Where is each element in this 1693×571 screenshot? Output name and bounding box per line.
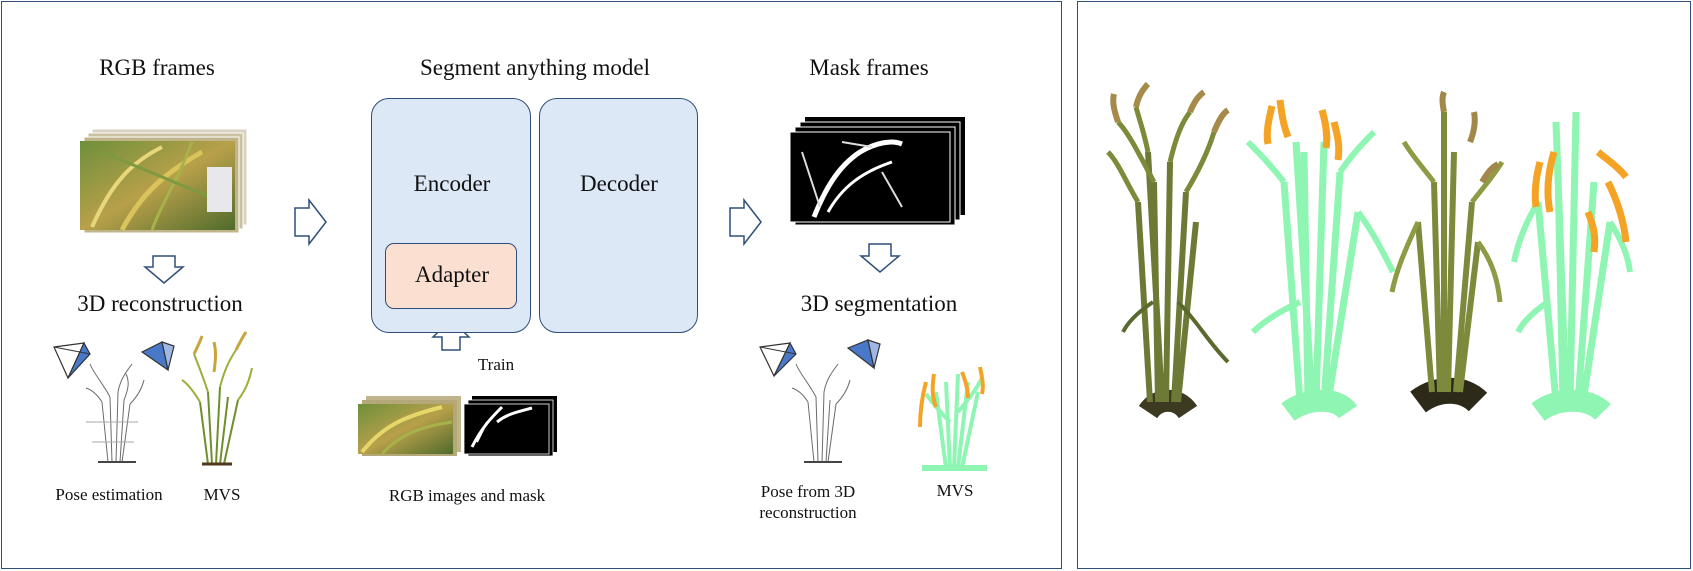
segmentation-3d-label: 3D segmentation [800,291,958,316]
down-arrow-icon [858,243,902,273]
mvs-plant-icon [181,331,253,466]
mvs-left-label: MVS [203,485,241,504]
rice-plant-pointcloud-icon [1106,81,1230,420]
rice-plant-segmented-icon [1511,111,1633,422]
train-rgb-thumbnails [358,396,461,456]
rgb-frames-label: RGB frames [99,55,215,80]
rgb-images-and-mask-label: RGB images and mask [388,486,546,505]
results-panel [1077,1,1691,569]
camera-icon [53,341,91,380]
pipeline-graphics [53,117,987,471]
pose-pointcloud-icon [85,363,145,463]
encoder-label: Encoder [413,171,491,196]
pose-from-line2: reconstruction [759,503,857,522]
encoder-block: Encoder Adapter [371,98,531,333]
rice-plant-pointcloud-icon [1389,90,1505,413]
camera-icon [846,339,881,370]
rgb-frames-icon [80,128,248,234]
down-arrow-icon [142,255,186,284]
pose-from-line1: Pose from 3D [760,482,856,501]
pipeline-panel: RGB frames 3D reconstruction Pose estima… [1,1,1062,569]
camera-icon [759,341,797,378]
mask-frames-icon [789,117,965,226]
right-arrow-icon [294,197,327,247]
adapter-block: Adapter [385,243,517,309]
pose-pointcloud-icon [791,363,851,463]
rice-plant-segmented-icon [1245,99,1396,422]
mask-frames-label: Mask frames [809,55,929,80]
right-arrow-icon [729,197,762,247]
pose-from-reconstruction-label: Pose from 3D reconstruction [759,481,856,523]
reconstruction-3d-label: 3D reconstruction [77,291,243,316]
train-mask-thumbnails [463,396,557,457]
segmented-plant-icon [918,366,987,471]
pose-estimation-label: Pose estimation [55,485,163,504]
decoder-block: Decoder [539,98,698,333]
mvs-right-label: MVS [936,481,974,500]
sam-title: Segment anything model [420,55,650,80]
train-label: Train [477,355,515,374]
results-graphics [1106,81,1633,422]
decoder-label: Decoder [580,171,658,196]
camera-icon [140,341,175,372]
adapter-label: Adapter [414,262,490,287]
